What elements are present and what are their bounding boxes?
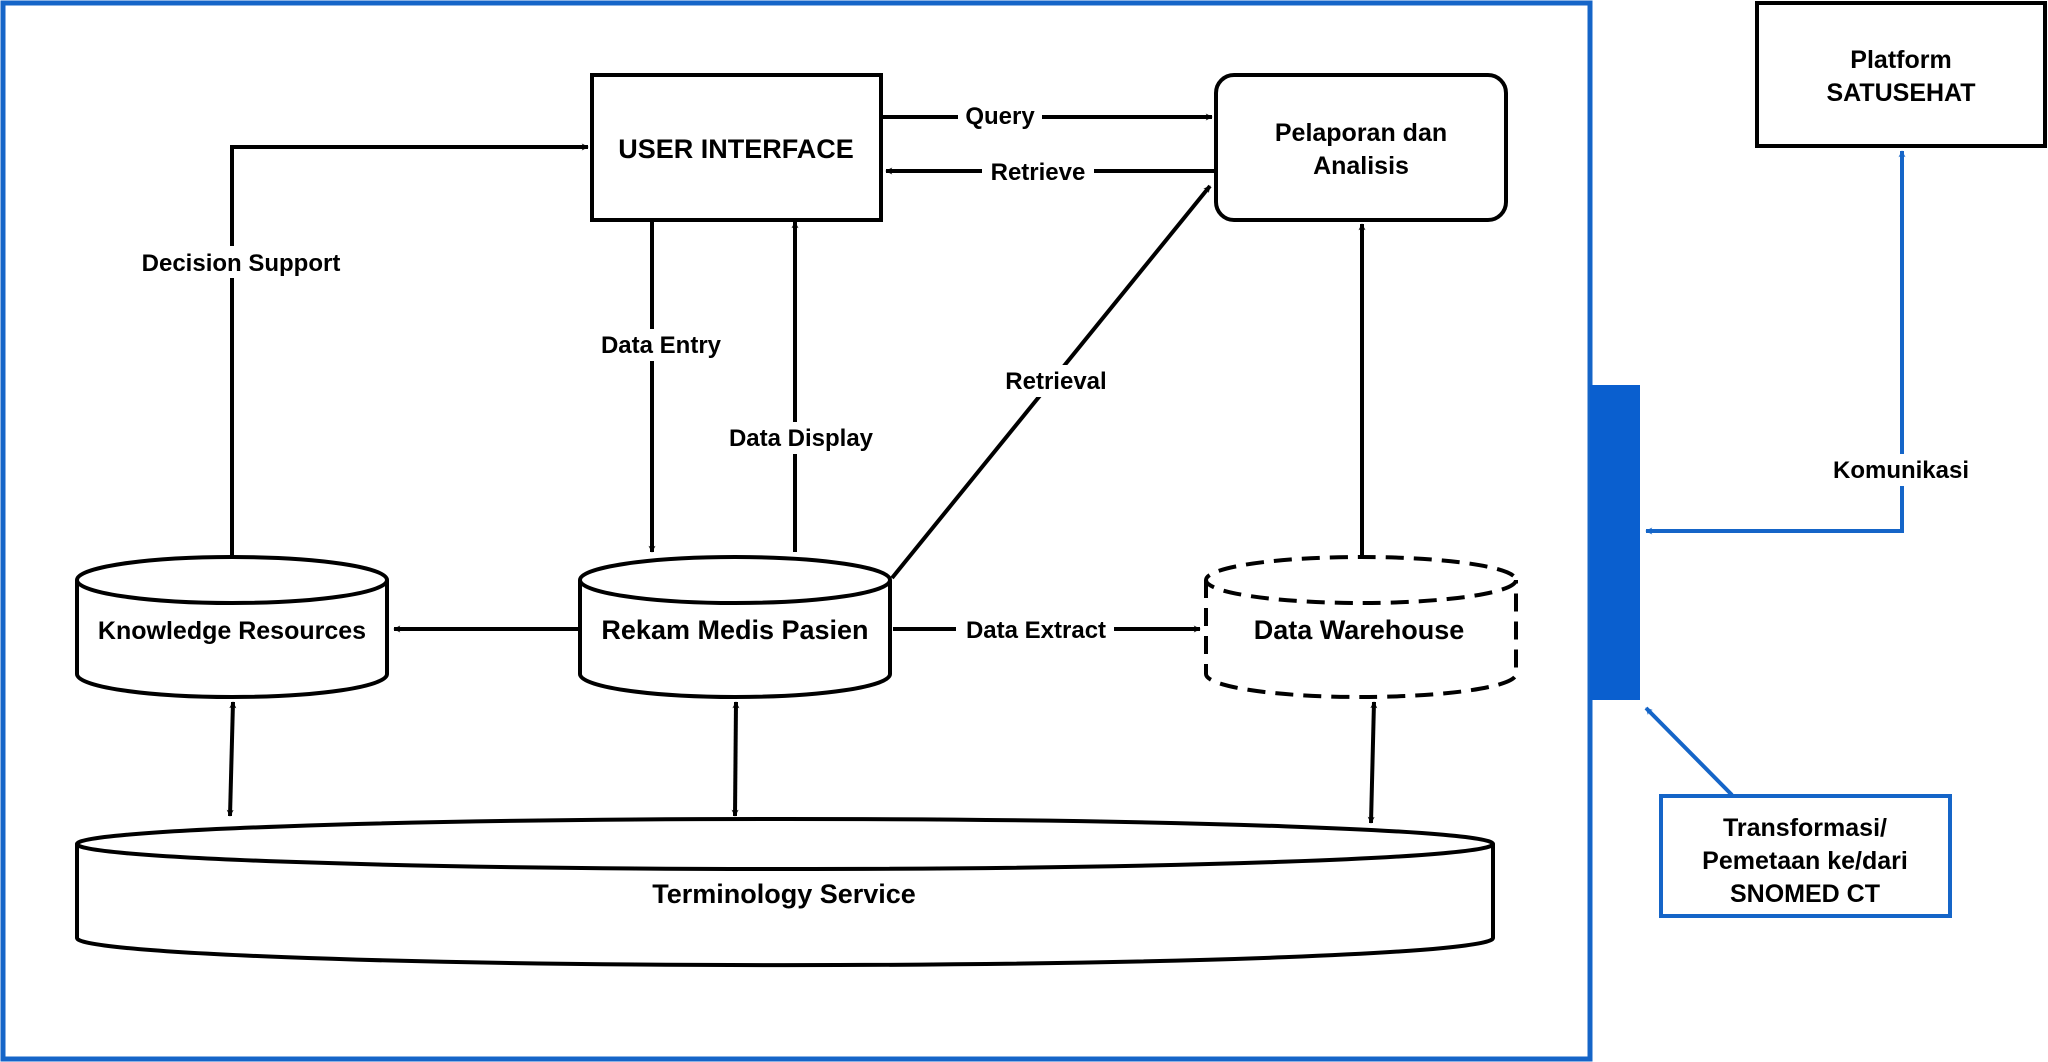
- terminology-service-cylinder: Terminology Service: [75, 817, 1495, 968]
- reporting-label-line2: Analisis: [1313, 152, 1409, 180]
- knowledge-terminology-arrow: [226, 701, 237, 817]
- transform-label-line3: SNOMED CT: [1730, 880, 1880, 908]
- komunikasi-label-group: Komunikasi: [1824, 454, 1980, 486]
- reporting-box: Pelaporan dan Analisis: [1214, 73, 1508, 222]
- retrieval-label: Retrieval: [1005, 368, 1106, 395]
- data-extract-label: Data Extract: [966, 617, 1106, 644]
- platform-box: Platform SATUSEHAT: [1755, 1, 2047, 148]
- data-extract-label-group: Data Extract: [956, 614, 1114, 646]
- query-label-group: Query: [958, 100, 1042, 130]
- transform-label-line1: Transformasi/: [1723, 814, 1887, 842]
- data-display-label-group: Data Display: [718, 422, 886, 454]
- query-label: Query: [965, 103, 1035, 130]
- data-warehouse-label: Data Warehouse: [1254, 615, 1465, 645]
- platform-label-line1: Platform: [1850, 46, 1951, 74]
- warehouse-terminology-arrow: [1367, 701, 1378, 824]
- patient-record-cylinder: Rekam Medis Pasien: [578, 555, 892, 699]
- patient-record-label: Rekam Medis Pasien: [601, 615, 868, 645]
- transform-arrow: [1644, 706, 1734, 797]
- platform-label-line2: SATUSEHAT: [1826, 79, 1975, 107]
- data-warehouse-cylinder: Data Warehouse: [1204, 555, 1518, 699]
- record-terminology-arrow: [731, 701, 740, 817]
- transform-box: Transformasi/ Pemetaan ke/dari SNOMED CT: [1659, 794, 1952, 918]
- terminology-service-label: Terminology Service: [652, 879, 916, 909]
- data-entry-label-group: Data Entry: [590, 329, 730, 361]
- reporting-label-line1: Pelaporan dan: [1275, 119, 1447, 147]
- user-interface-box: USER INTERFACE: [590, 73, 883, 222]
- knowledge-resources-cylinder: Knowledge Resources: [75, 555, 389, 699]
- user-interface-label: USER INTERFACE: [618, 134, 854, 164]
- komunikasi-arrow: [1645, 150, 1906, 535]
- retrieve-label: Retrieve: [991, 159, 1086, 186]
- komunikasi-label: Komunikasi: [1833, 457, 1969, 484]
- retrieve-label-group: Retrieve: [982, 156, 1094, 186]
- decision-support-label-group: Decision Support: [128, 246, 352, 278]
- data-entry-label: Data Entry: [601, 332, 722, 359]
- integration-bar: [1590, 385, 1640, 700]
- transform-label-line2: Pemetaan ke/dari: [1702, 847, 1908, 875]
- decision-support-arrow: [230, 143, 589, 556]
- data-display-label: Data Display: [729, 425, 874, 452]
- knowledge-resources-label: Knowledge Resources: [98, 617, 366, 645]
- retrieval-label-group: Retrieval: [996, 365, 1116, 397]
- decision-support-label: Decision Support: [142, 250, 341, 277]
